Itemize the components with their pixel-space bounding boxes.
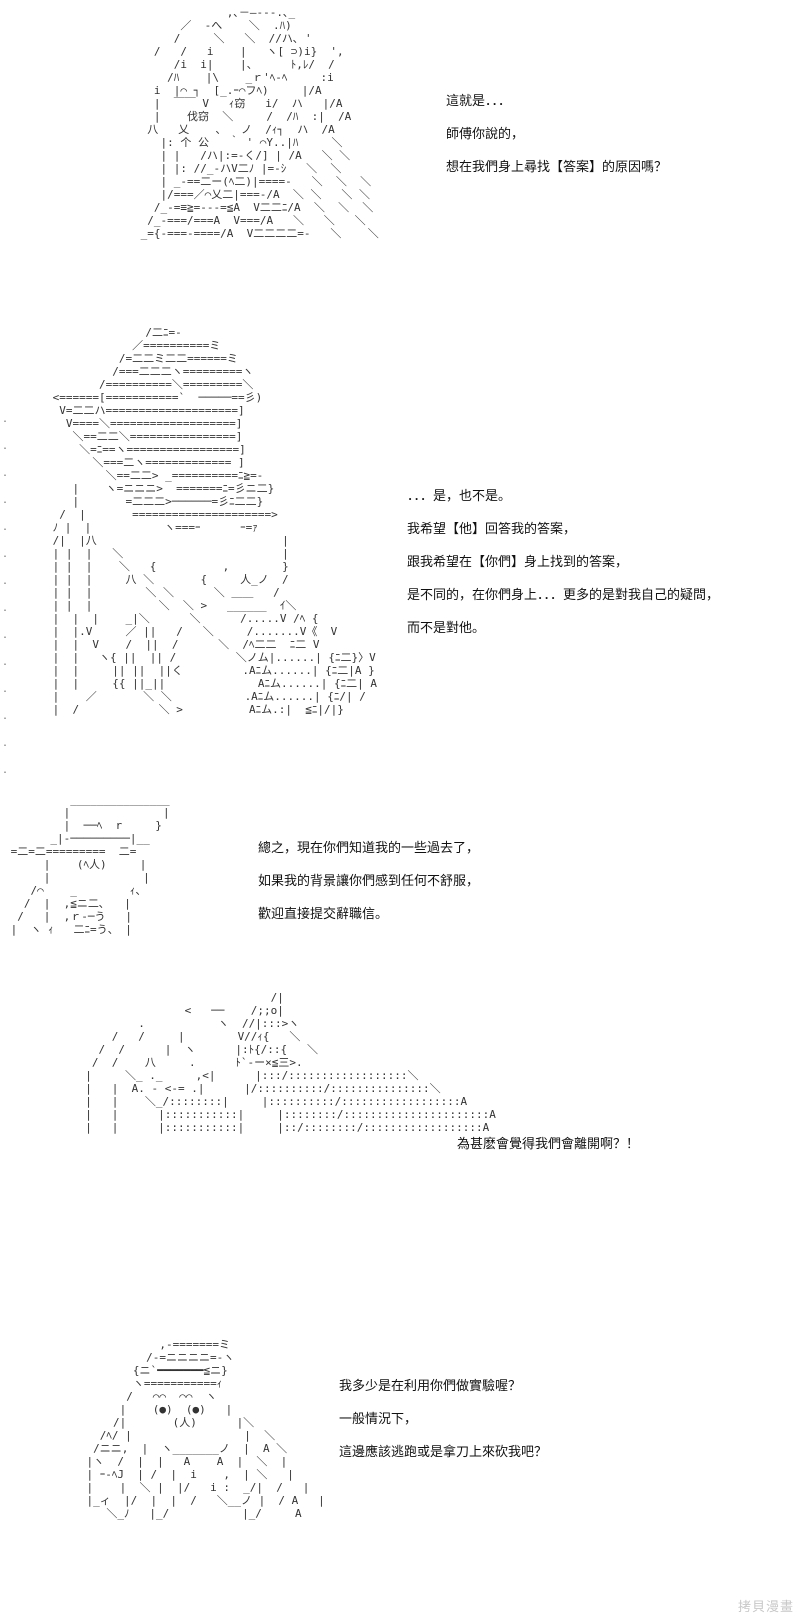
ascii-art-figure-3: _______________ | | | ──ﾍ r } _|-───────… <box>10 793 170 936</box>
speech-text-3: 總之，現在你們知道我的一些過去了， 如果我的背景讓你們感到任何不舒服， 歡迎直接… <box>258 832 479 931</box>
speech-line: 而不是對他。 <box>407 621 486 636</box>
speech-line: 我多少是在利用你們做實驗喔？ <box>339 1379 522 1394</box>
speech-text-1: 這就是．．． 師傅你說的， 想在我們身上尋找【答案】的原因嗎？ <box>446 85 667 184</box>
speech-line: 如果我的背景讓你們感到任何不舒服， <box>258 874 480 889</box>
speech-line: 想在我們身上尋找【答案】的原因嗎？ <box>446 160 668 175</box>
panel-4: /| < ── /;;o| . ヽ //|:::>ヽ / / | V//ｨ{ ＼… <box>0 985 800 1320</box>
speech-line: 這邊應該逃跑或是拿刀上來砍我吧？ <box>339 1445 548 1460</box>
watermark-logo: 拷貝漫畫 <box>737 1600 794 1615</box>
speech-line: 跟我希望在【你們】身上找到的答案， <box>407 555 629 570</box>
ascii-art-figure-1: ,､－―‐--.､_ ／ -へ ＼ .ﾊ) / ＼ ＼ //ハ､ ' / / i… <box>140 6 379 240</box>
speech-line: 一般情況下， <box>339 1412 418 1427</box>
speech-text-2: ．．．是，也不是。 我希望【他】回答我的答案， 跟我希望在【你們】身上找到的答案… <box>407 480 719 645</box>
panel-1: ,､－―‐--.､_ ／ -へ ＼ .ﾊ) / ＼ ＼ //ハ､ ' / / i… <box>0 0 800 310</box>
speech-line: 歡迎直接提交辭職信。 <box>258 907 389 922</box>
speech-line: 是不同的，在你們身上．．．更多的是對我自己的疑問， <box>407 588 720 603</box>
panel-2: . . . . . . . . . . . . . . /二ﾆ=- ／=====… <box>0 316 800 776</box>
speech-line: 師傅你說的， <box>446 127 525 142</box>
speech-line: 我希望【他】回答我的答案， <box>407 522 577 537</box>
speech-line: 總之，現在你們知道我的一些過去了， <box>258 841 480 856</box>
panel-3: _______________ | | | ──ﾍ r } _|-───────… <box>0 785 800 970</box>
speech-line: 這就是．．． <box>446 94 512 109</box>
panel-5: ,-=======ミ /-=ニニニニ=-ヽ {ニ`━━━━━━━≦ニ} ヽ===… <box>0 1330 800 1590</box>
speech-line: 為甚麽會覺得我們會離開啊？！ <box>457 1137 640 1152</box>
ascii-art-figure-2: /二ﾆ=- ／==========ミ /=二二ミ二二======ミ /===二二… <box>52 326 378 716</box>
margin-dots: . . . . . . . . . . . . . . <box>2 414 9 776</box>
speech-text-5: 我多少是在利用你們做實驗喔？ 一般情況下， 這邊應該逃跑或是拿刀上來砍我吧？ <box>339 1370 547 1469</box>
speech-text-4: 為甚麽會覺得我們會離開啊？！ <box>457 1128 639 1161</box>
speech-line: ．．．是，也不是。 <box>407 489 512 504</box>
ascii-art-figure-4: /| < ── /;;o| . ヽ //|:::>ヽ / / | V//ｨ{ ＼… <box>85 991 496 1134</box>
ascii-art-figure-5: ,-=======ミ /-=ニニニニ=-ヽ {ニ`━━━━━━━≦ニ} ヽ===… <box>86 1338 325 1520</box>
